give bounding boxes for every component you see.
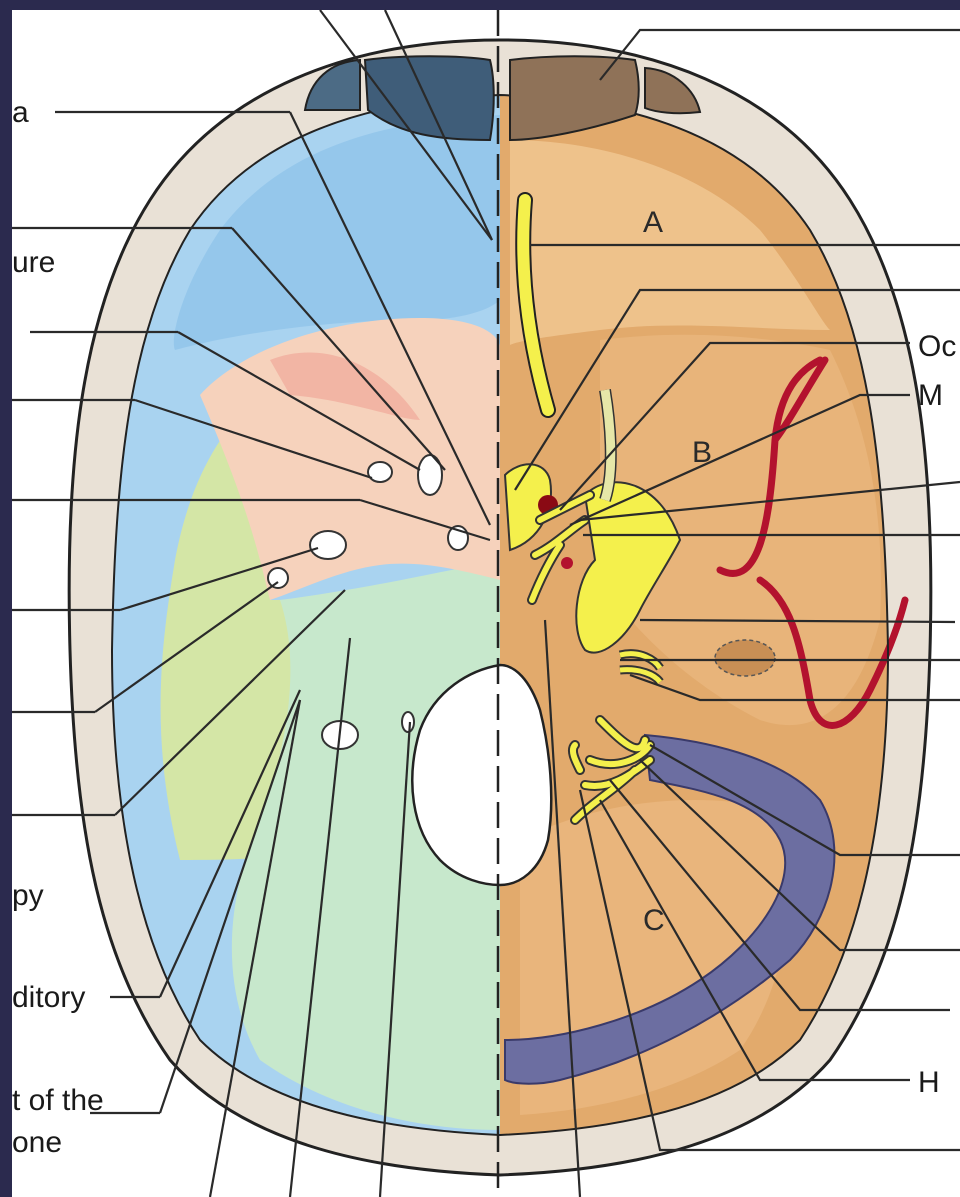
label-right-m: M <box>918 379 943 412</box>
label-left-t-of-the: t of the <box>12 1084 104 1117</box>
region-label-a: A <box>643 206 663 239</box>
label-left-ditory: ditory <box>12 981 85 1014</box>
label-right-h: H <box>918 1066 940 1099</box>
label-left-py: py <box>12 879 44 912</box>
label-left-a: a <box>12 96 29 129</box>
region-label-b: B <box>692 436 712 469</box>
label-right-oc: Oc <box>918 330 956 363</box>
label-left-one: one <box>12 1126 62 1159</box>
label-left-ure: ure <box>12 246 55 279</box>
